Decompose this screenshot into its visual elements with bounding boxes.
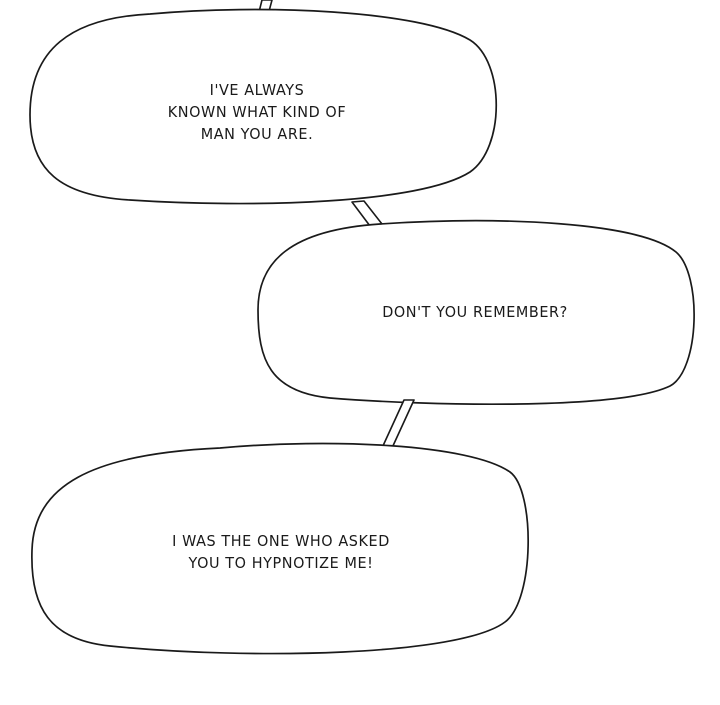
bubble-1-line-1: I'VE ALWAYS xyxy=(209,81,305,99)
bubble-1-text: I'VE ALWAYS KNOWN WHAT KIND OF MAN YOU A… xyxy=(137,79,377,145)
bubble-connector-1-2 xyxy=(351,200,383,227)
bubble-connector-2-3 xyxy=(381,399,415,449)
bubble-1-line-3: MAN YOU ARE. xyxy=(200,125,314,143)
bubble-2-text: DON'T YOU REMEMBER? xyxy=(350,301,600,323)
bubble-2-line-1: DON'T YOU REMEMBER? xyxy=(382,303,568,321)
speech-bubble-3 xyxy=(31,442,529,655)
bubble-3-text: I WAS THE ONE WHO ASKED YOU TO HYPNOTIZE… xyxy=(141,530,421,574)
speech-bubble-2 xyxy=(257,219,695,406)
bubble-3-line-1: I WAS THE ONE WHO ASKED xyxy=(172,532,390,550)
bubble-1-line-2: KNOWN WHAT KIND OF xyxy=(167,103,347,121)
bubble-3-line-2: YOU TO HYPNOTIZE ME! xyxy=(188,554,374,572)
speech-bubble-1 xyxy=(29,8,498,205)
